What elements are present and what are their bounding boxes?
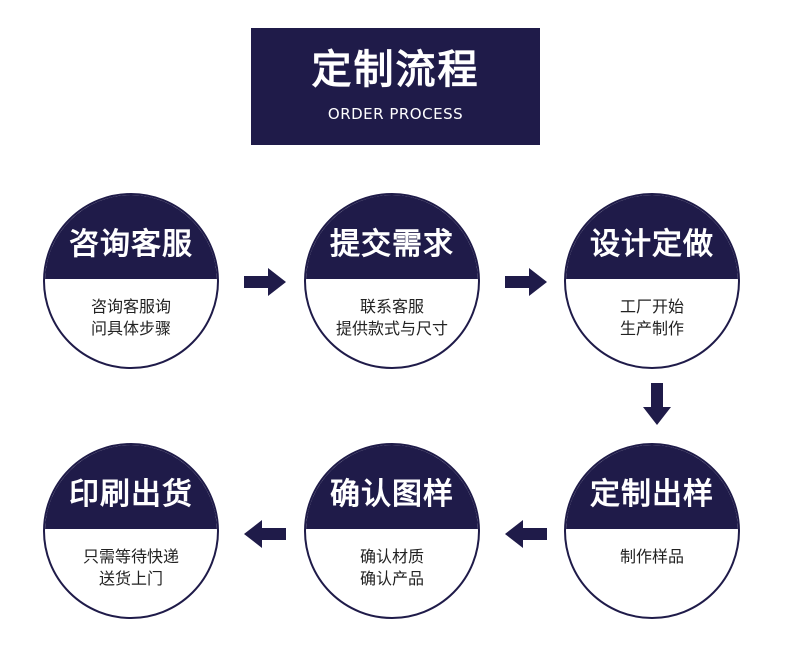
step-title: 提交需求 — [330, 227, 454, 262]
step-header: 咨询客服 — [45, 195, 217, 279]
step-desc-line: 确认产品 — [359, 569, 424, 588]
arrow-right-icon — [244, 268, 286, 296]
step-submit-requirements: 提交需求 联系客服 提供款式与尺寸 — [304, 193, 480, 369]
step-consult: 咨询客服 咨询客服询 问具体步骤 — [43, 193, 219, 369]
step-description: 咨询客服询 问具体步骤 — [45, 296, 217, 340]
arrow-left-icon — [505, 520, 547, 548]
page-subtitle: ORDER PROCESS — [327, 105, 464, 123]
step-desc-line: 制作样品 — [619, 547, 684, 566]
step-header: 确认图样 — [306, 445, 478, 529]
step-description: 联系客服 提供款式与尺寸 — [306, 296, 478, 340]
step-desc-line: 送货上门 — [98, 569, 163, 588]
step-title: 设计定做 — [590, 227, 714, 262]
step-header: 提交需求 — [306, 195, 478, 279]
step-title: 咨询客服 — [69, 227, 193, 262]
step-sample: 定制出样 制作样品 — [564, 443, 740, 619]
step-title: 定制出样 — [590, 477, 714, 512]
step-desc-line: 确认材质 — [359, 547, 424, 566]
step-header: 印刷出货 — [45, 445, 217, 529]
arrow-down-icon — [643, 383, 671, 425]
arrow-right-icon — [505, 268, 547, 296]
step-desc-line: 咨询客服询 — [90, 297, 171, 316]
step-description: 制作样品 — [566, 546, 738, 568]
step-desc-line: 提供款式与尺寸 — [335, 319, 448, 338]
step-header: 定制出样 — [566, 445, 738, 529]
step-description: 只需等待快递 送货上门 — [45, 546, 217, 590]
step-header: 设计定做 — [566, 195, 738, 279]
step-title: 确认图样 — [330, 477, 454, 512]
step-confirm-design: 确认图样 确认材质 确认产品 — [304, 443, 480, 619]
step-desc-line: 工厂开始 — [619, 297, 684, 316]
step-design: 设计定做 工厂开始 生产制作 — [564, 193, 740, 369]
step-desc-line: 只需等待快递 — [82, 547, 179, 566]
step-desc-line: 联系客服 — [359, 297, 424, 316]
arrow-left-icon — [244, 520, 286, 548]
step-desc-line: 问具体步骤 — [90, 319, 171, 338]
step-description: 确认材质 确认产品 — [306, 546, 478, 590]
page-title: 定制流程 — [311, 47, 480, 93]
step-desc-line: 生产制作 — [619, 319, 684, 338]
step-description: 工厂开始 生产制作 — [566, 296, 738, 340]
step-title: 印刷出货 — [69, 477, 193, 512]
title-banner: 定制流程 ORDER PROCESS — [251, 28, 540, 145]
step-ship: 印刷出货 只需等待快递 送货上门 — [43, 443, 219, 619]
